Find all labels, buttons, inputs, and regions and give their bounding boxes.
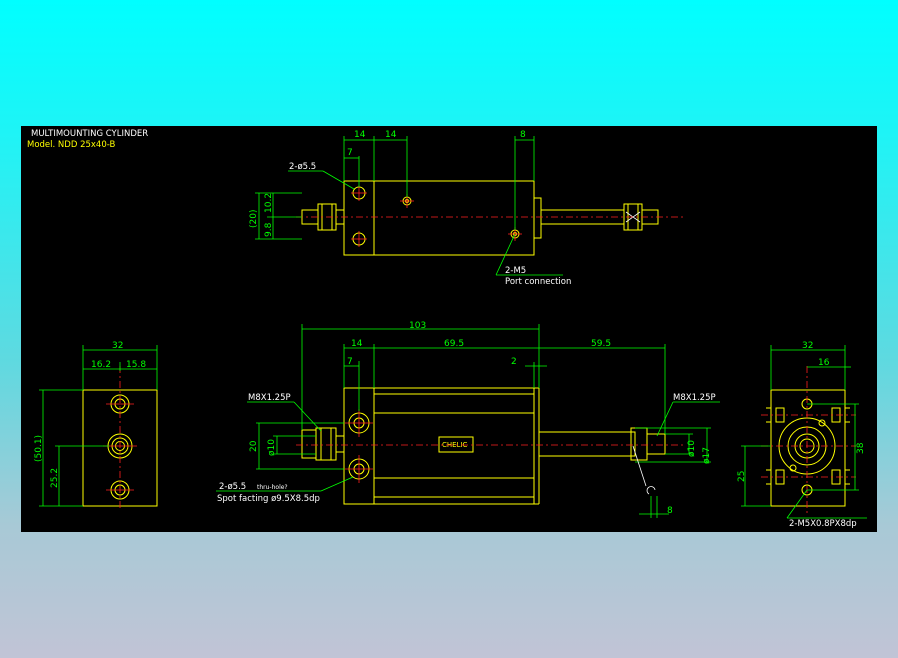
hole-note-2: Spot facting ø9.5X8.5dp: [217, 494, 320, 504]
hole-note-1b: thru-hole?: [257, 484, 288, 491]
thread-right-label: M8X1.25P: [673, 393, 716, 403]
right-tap-label: 2-M5X0.8PX8dp: [789, 519, 857, 529]
front-view: CHELIC 103 14 69.5 59.5 7 2 20 ø10: [216, 321, 720, 518]
right-dim-16: 16: [818, 358, 830, 368]
top-dim-14b: 14: [385, 130, 397, 140]
top-dim-8: 8: [520, 130, 526, 140]
front-dim-20: 20: [249, 440, 259, 452]
front-dim-d10-left: ø10: [267, 439, 277, 456]
left-dim-50-1: (50.1): [34, 435, 44, 462]
left-dim-16-2: 16.2: [91, 360, 111, 370]
front-dim-59-5: 59.5: [591, 339, 611, 349]
left-end-view: 32 16.2 15.8 (50.1) 25.2: [34, 341, 158, 511]
right-dim-32: 32: [802, 341, 813, 351]
top-port-note: Port connection: [505, 277, 571, 287]
brand-label: CHELIC: [442, 441, 468, 449]
top-dim-20: (20): [249, 210, 259, 228]
front-dim-2: 2: [511, 357, 517, 367]
right-dim-38: 38: [856, 442, 866, 454]
cad-drawing-canvas[interactable]: MULTIMOUNTING CYLINDER Model. NDD 25x40-…: [21, 126, 877, 532]
right-dim-25: 25: [737, 471, 747, 482]
front-dim-14: 14: [351, 339, 363, 349]
top-port-label: 2-M5: [505, 266, 526, 276]
right-end-view: 32 16 38 25 2-M5X0.8PX8dp: [737, 341, 867, 529]
front-dim-69-5: 69.5: [444, 339, 464, 349]
drawing-title: MULTIMOUNTING CYLINDER: [31, 129, 148, 139]
thread-left-label: M8X1.25P: [248, 393, 291, 403]
model-label: Model. NDD 25x40-B: [27, 140, 116, 150]
top-dim-9-8: 9.8: [264, 222, 274, 237]
front-dim-103: 103: [409, 321, 426, 331]
front-dim-7: 7: [347, 357, 353, 367]
left-dim-32: 32: [112, 341, 123, 351]
top-view: 14 14 7 8 (20) 10.2 9.8 2-ø5.5 2-M5 Port…: [249, 130, 684, 287]
front-dim-d17: ø17: [702, 447, 712, 464]
front-dim-8: 8: [667, 506, 673, 516]
top-dim-7: 7: [347, 148, 353, 158]
hole-note-1: 2-ø5.5: [219, 482, 246, 492]
top-front-cap: [533, 197, 542, 239]
top-hole-label: 2-ø5.5: [289, 162, 316, 172]
cad-drawing: MULTIMOUNTING CYLINDER Model. NDD 25x40-…: [27, 129, 867, 529]
front-dim-d10-right: ø10: [687, 440, 697, 457]
top-dim-10-2: 10.2: [264, 193, 274, 213]
top-dim-14a: 14: [354, 130, 366, 140]
left-dim-25-2: 25.2: [50, 468, 60, 488]
left-dim-15-8: 15.8: [126, 360, 146, 370]
